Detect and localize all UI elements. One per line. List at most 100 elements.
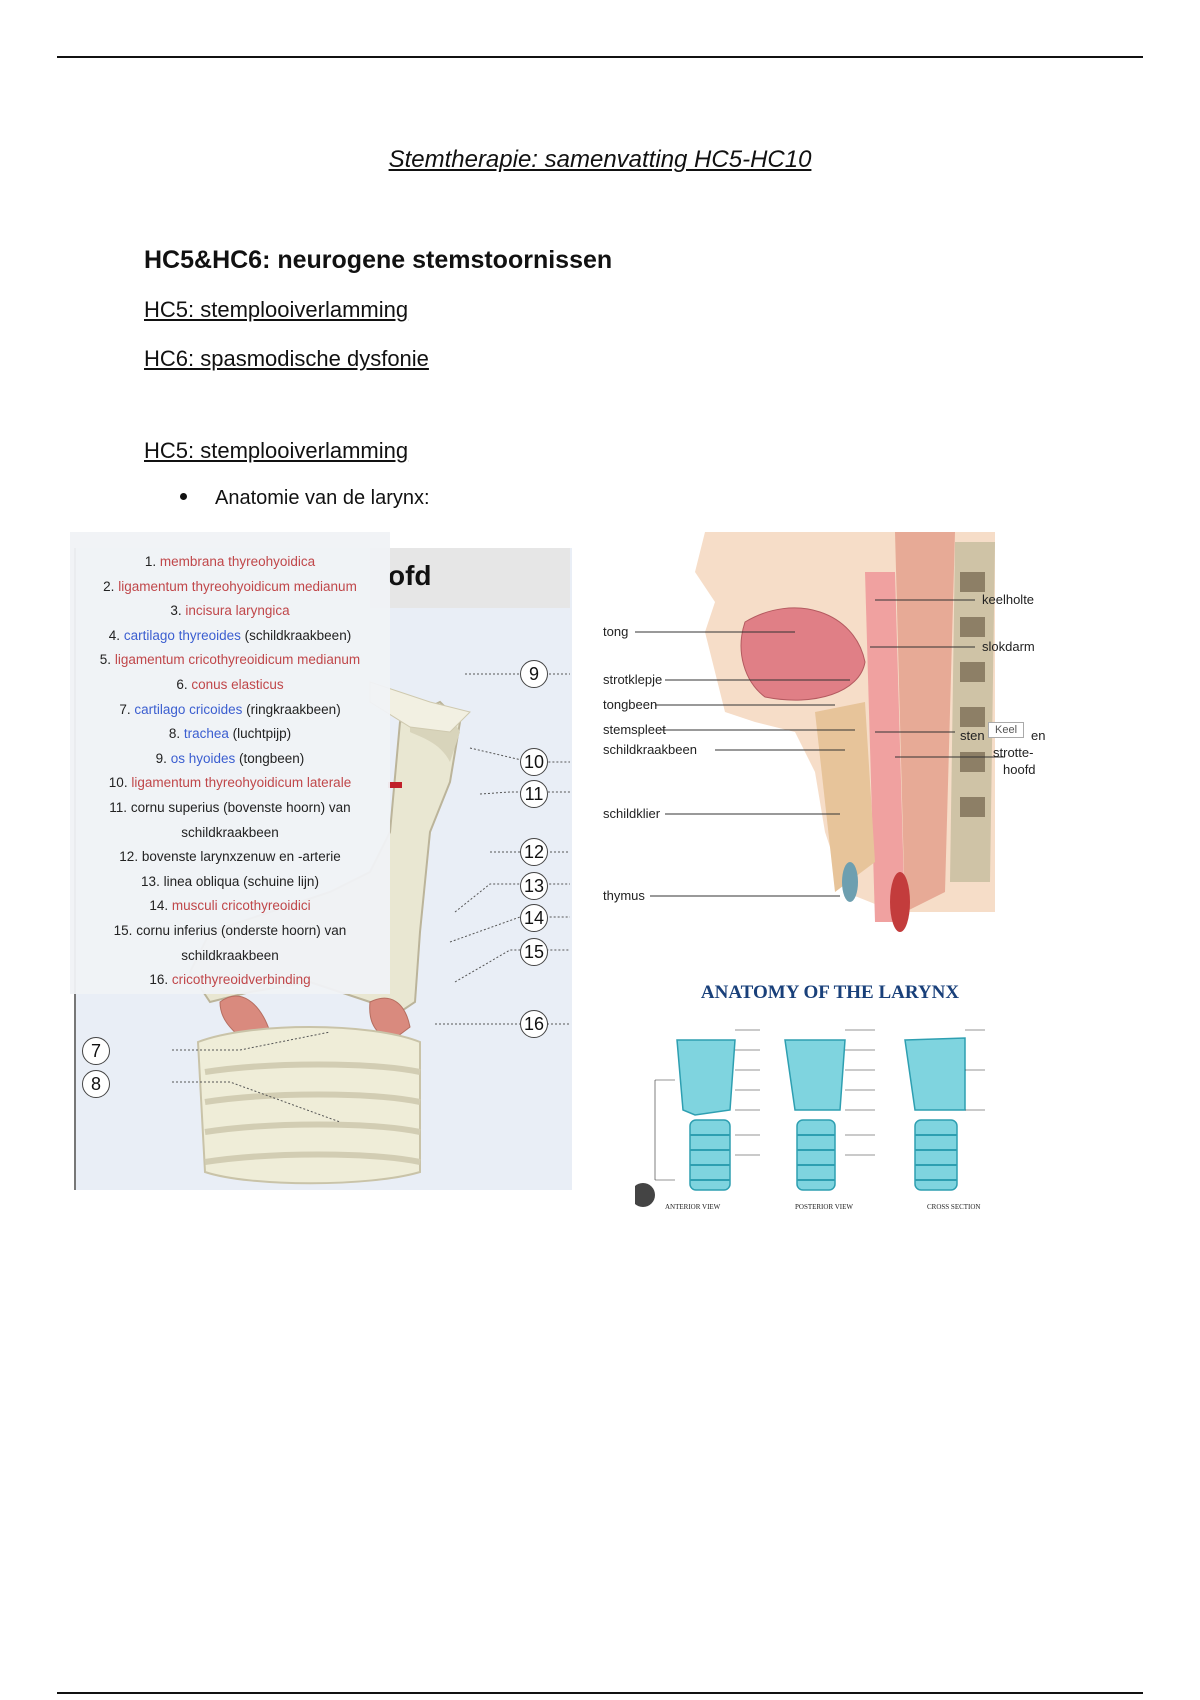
legend-item-translation: (luchtpijp): [228, 726, 292, 742]
sagittal-drawing: [635, 532, 1005, 932]
legend-item-term[interactable]: cricothyreoidverbinding: [171, 972, 311, 988]
marker-14: 14: [520, 904, 548, 932]
toc-item-hc6[interactable]: HC6: spasmodische dysfonie: [144, 346, 429, 371]
marker-9: 9: [520, 660, 548, 688]
legend-item-term[interactable]: ligamentum thyreohyoidicum laterale: [131, 775, 352, 791]
legend-item-number: 4.: [108, 627, 121, 643]
legend-item: 7. cartilago cricoides (ringkraakbeen): [70, 698, 390, 723]
figure-header-bar: [370, 548, 570, 608]
legend-item: 5. ligamentum cricothyreoidicum medianum: [70, 648, 390, 673]
label-schildkraakbeen: schildkraakbeen: [603, 742, 697, 757]
legend-item: 4. cartilago thyreoides (schildkraakbeen…: [70, 624, 390, 649]
legend-item-term: cornu superius (bovenste hoorn) van: [130, 799, 351, 815]
label-strotte: strotte-: [993, 745, 1034, 760]
head-neck-sagittal-figure: tong strotklepje tongbeen stemspleet sch…: [595, 532, 1051, 936]
bullet-item: Anatomie van de larynx:: [180, 487, 430, 510]
legend-item-term[interactable]: incisura laryngica: [185, 603, 290, 619]
legend-item-number: 3.: [170, 603, 182, 619]
legend-item: 11. cornu superius (bovenste hoorn) van: [70, 796, 390, 821]
legend-item-term[interactable]: conus elasticus: [191, 676, 284, 692]
label-strotklepje: strotklepje: [603, 672, 663, 687]
bullet-dot-icon: [180, 493, 187, 501]
legend-item: 8. trachea (luchtpijp): [70, 722, 390, 747]
legend-item: 13. linea obliqua (schuine lijn): [70, 870, 390, 895]
label-tong: tong: [603, 624, 629, 639]
label-tongbeen: tongbeen: [603, 697, 658, 712]
larynx-figure-anterior: ofd 1. membrana thyreohyoidica 2.: [70, 532, 572, 1190]
legend-item-term[interactable]: os hyoides: [170, 750, 236, 766]
marker-7: 7: [82, 1037, 110, 1065]
legend-item-term: linea obliqua (schuine lijn): [163, 873, 319, 889]
legend-item-number: 5.: [99, 652, 112, 668]
legend-item-term[interactable]: membrana thyreohyoidica: [159, 554, 316, 569]
toc-item-hc5[interactable]: HC5: stemplooiverlamming: [144, 297, 409, 322]
larynx-views-drawing: [635, 1029, 985, 1207]
document-title: Stemtherapie: samenvatting HC5-HC10: [388, 146, 812, 173]
legend-item-term[interactable]: trachea: [183, 726, 229, 742]
legend-item-number: 15.: [113, 922, 133, 938]
label-schildklier: schildklier: [603, 806, 661, 821]
legend-item-term: cornu inferius (onderste hoorn) van: [136, 922, 347, 938]
marker-8: 8: [82, 1070, 110, 1098]
legend-item-number: 14.: [149, 898, 169, 914]
label-hoofd: hoofd: [1003, 762, 1036, 777]
heading-main: HC5&HC6: neurogene stemstoornissen: [144, 246, 613, 274]
legend-item-number: 9.: [155, 750, 167, 766]
legend-item: 10. ligamentum thyreohyoidicum laterale: [70, 771, 390, 796]
legend-item-number: 7.: [119, 701, 131, 717]
legend-item: schildkraakbeen: [70, 821, 390, 846]
marker-11: 11: [520, 780, 548, 808]
legend-item-term[interactable]: ligamentum cricothyreoidicum medianum: [114, 652, 361, 668]
legend-item-term: bovenste larynxzenuw en -arterie: [141, 849, 341, 865]
label-slokdarm: slokdarm: [982, 639, 1035, 654]
legend-item-translation: (ringkraakbeen): [242, 701, 341, 717]
legend-item-term[interactable]: ligamentum thyreohyoidicum medianum: [118, 578, 357, 594]
legend-item: 16. cricothyreoidverbinding: [70, 968, 390, 993]
footer-rule: [57, 1692, 1143, 1694]
legend-item-number: 10.: [108, 775, 128, 791]
legend-item: 2. ligamentum thyreohyoidicum medianum: [70, 575, 390, 600]
legend-item-translation: (tongbeen): [235, 750, 305, 766]
legend-item: 12. bovenste larynxzenuw en -arterie: [70, 845, 390, 870]
legend-item-number: 8.: [168, 726, 181, 742]
label-stemspleet: stemspleet: [603, 722, 666, 737]
figure-header-text: ofd: [388, 560, 432, 591]
anatomy-title: ANATOMY OF THE LARYNX: [700, 982, 960, 1003]
legend-item: 15. cornu inferius (onderste hoorn) van: [70, 919, 390, 944]
bullet-text: Anatomie van de larynx:: [215, 487, 430, 509]
view-posterior: POSTERIOR VIEW: [795, 1203, 854, 1211]
label-en: en: [1031, 728, 1046, 743]
view-anterior: ANTERIOR VIEW: [665, 1203, 721, 1211]
anatomy-of-larynx-figure: ANATOMY OF THE LARYNX ANTERIOR VIEW POST…: [635, 960, 1025, 1220]
legend-item-term[interactable]: cartilago cricoides: [134, 701, 243, 717]
tooltip-keel: Keel: [988, 722, 1025, 738]
marker-16: 16: [520, 1010, 548, 1038]
legend-item-term: schildkraakbeen: [181, 824, 279, 840]
section-heading-hc5: HC5: stemplooiverlamming: [144, 438, 409, 463]
legend-item: 14. musculi cricothyreoidici: [70, 894, 390, 919]
legend-item-term: schildkraakbeen: [181, 947, 279, 963]
marker-10: 10: [520, 748, 548, 776]
legend-item-translation: (schildkraakbeen): [240, 627, 352, 643]
legend-item: 3. incisura laryngica: [70, 599, 390, 624]
legend-item-number: 2.: [103, 578, 115, 594]
legend-item: 1. membrana thyreohyoidica: [70, 550, 390, 575]
legend-item-number: 16.: [149, 972, 169, 988]
view-cross-section: CROSS SECTION: [927, 1203, 981, 1211]
label-thymus: thymus: [603, 888, 645, 903]
legend-item: schildkraakbeen: [70, 944, 390, 969]
header-rule: [57, 56, 1143, 58]
marker-12: 12: [520, 838, 548, 866]
legend-item-number: 11.: [109, 799, 128, 815]
label-keelholte: keelholte: [982, 592, 1035, 607]
legend-item: 9. os hyoides (tongbeen): [70, 747, 390, 772]
legend-item: 6. conus elasticus: [70, 673, 390, 698]
legend-item-term[interactable]: musculi cricothyreoidici: [171, 898, 311, 914]
legend-item-number: 1.: [144, 554, 157, 569]
legend-item-number: 6.: [176, 676, 188, 692]
legend-item-term[interactable]: cartilago thyreoides: [123, 627, 241, 643]
marker-13: 13: [520, 872, 548, 900]
label-sten: sten: [960, 728, 985, 743]
